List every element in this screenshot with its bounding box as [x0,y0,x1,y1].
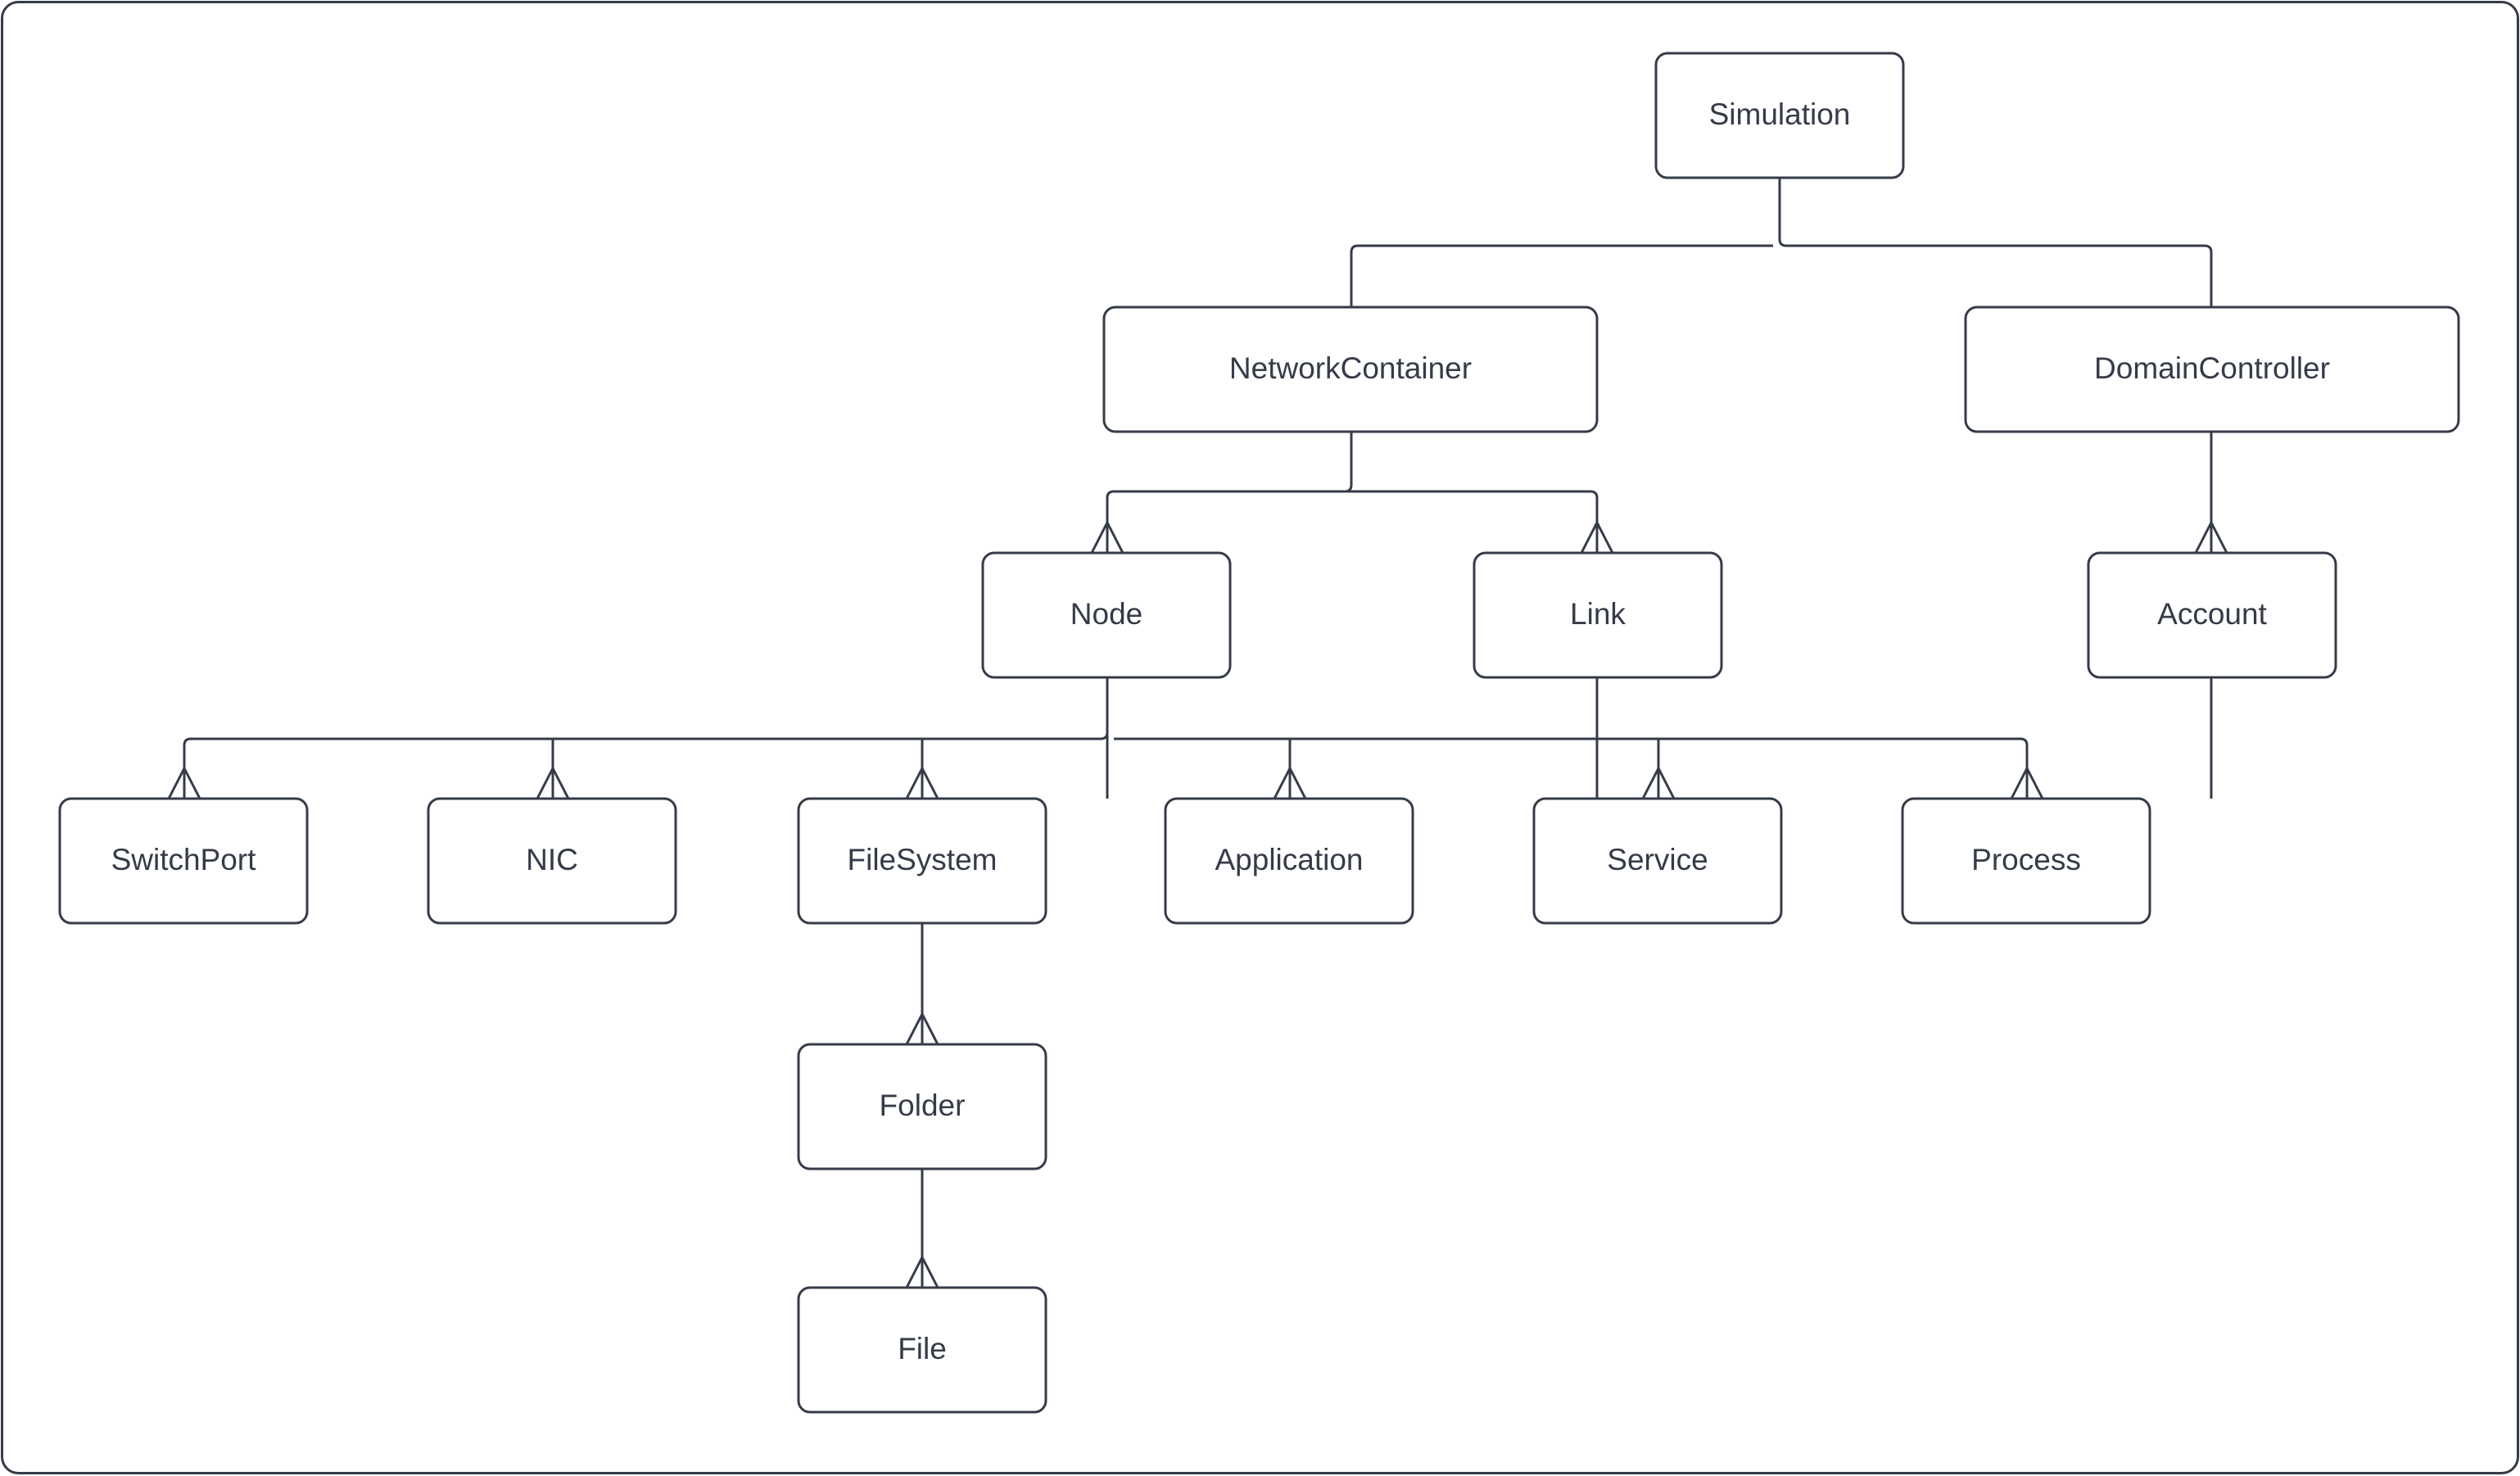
edge-nc-bus-left [1106,490,1351,768]
class-box-service[interactable] [1532,797,1783,925]
class-box-switchport[interactable] [58,797,309,925]
class-node-filesystem[interactable]: FileSystem [797,797,1047,925]
class-label-file: File [898,1332,947,1365]
edges-layer-level2 [1106,498,2213,553]
class-label-service: Service [1607,843,1708,876]
class-label-folder: Folder [880,1089,966,1122]
class-box-link[interactable] [1473,551,1723,679]
edge-node-trunk [1100,677,1109,740]
class-label-switchport: SwitchPort [111,843,257,876]
inheritance-arrow-service [1641,765,1676,799]
class-label-application: Application [1215,843,1363,876]
class-box-application[interactable] [1164,797,1414,925]
class-label-process: Process [1971,843,2081,876]
class-label-node: Node [1070,597,1142,631]
class-node-simulation[interactable]: Simulation [1654,52,1905,179]
class-box-filesystem[interactable] [797,797,1047,925]
class-label-nic: NIC [526,843,578,876]
class-box-file[interactable] [797,1286,1047,1414]
inheritance-arrow-filesystem [905,765,939,799]
class-box-account[interactable] [2087,551,2337,679]
nodes-layer: Simulation NetworkContainer DomainContro… [58,52,2460,1414]
class-label-account: Account [2157,597,2267,631]
class-box-folder[interactable] [797,1043,1047,1170]
class-node-switchport[interactable]: SwitchPort [58,797,309,925]
class-node-application[interactable]: Application [1164,797,1414,925]
inheritance-arrow-process [2010,765,2044,799]
inheritance-arrow-application [1273,765,1307,799]
class-node-node[interactable]: Node [981,551,1232,679]
class-box-domaincontroller[interactable] [1964,306,2460,433]
edge-node-bus-right [1114,737,2029,768]
class-node-folder[interactable]: Folder [797,1043,1047,1170]
arrowheads-layer [167,519,2228,1288]
class-node-account[interactable]: Account [2087,551,2337,679]
edge-simulation-bus-right [1786,244,2213,307]
inheritance-arrow-account [2194,519,2228,554]
class-node-process[interactable]: Process [1901,797,2151,925]
class-node-file[interactable]: File [797,1286,1047,1414]
class-label-simulation: Simulation [1709,97,1851,131]
class-label-link: Link [1570,597,1626,631]
edge-node-bus-left [183,737,1101,768]
edges-layer [183,178,2213,1288]
class-box-node[interactable] [981,551,1232,679]
class-label-filesystem: FileSystem [848,843,998,876]
inheritance-arrow-switchport [167,765,201,799]
class-node-domaincontroller[interactable]: DomainController [1964,306,2460,433]
class-node-service[interactable]: Service [1532,797,1783,925]
class-box-simulation[interactable] [1654,52,1905,179]
inheritance-arrow-folder [905,1011,939,1045]
edge-simulation-bus-left [1350,244,1773,307]
inheritance-arrow-link [1580,519,1614,554]
class-box-process[interactable] [1901,797,2151,925]
class-box-nic[interactable] [427,797,677,925]
inheritance-arrow-nic [536,765,570,799]
class-node-link[interactable]: Link [1473,551,1723,679]
edge-simulation-trunk [1778,178,1787,247]
class-node-nic[interactable]: NIC [427,797,677,925]
class-label-networkcontainer: NetworkContainer [1229,351,1472,385]
class-label-domaincontroller: DomainController [2094,351,2330,385]
edge-nc-bus-right [1351,490,1599,768]
class-box-networkcontainer[interactable] [1102,306,1599,433]
inheritance-arrow-file [905,1254,939,1288]
class-node-networkcontainer[interactable]: NetworkContainer [1102,306,1599,433]
inheritance-arrow-node [1090,519,1124,554]
